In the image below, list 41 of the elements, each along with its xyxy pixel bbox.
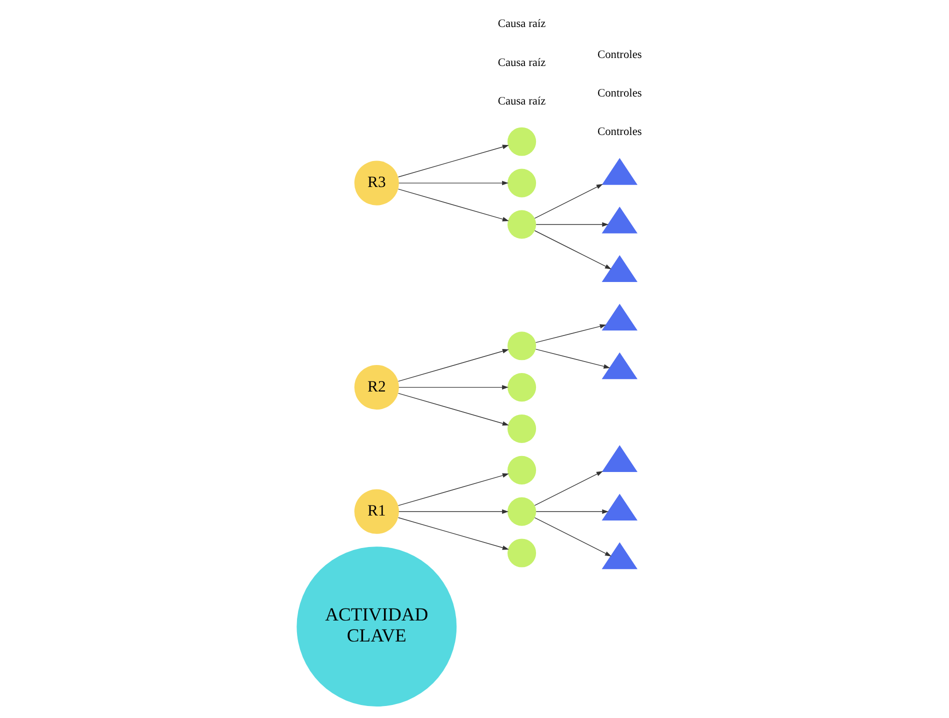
node-circle <box>508 497 536 526</box>
node-triangle <box>602 542 638 570</box>
arrow <box>534 230 612 270</box>
node-circle <box>508 414 536 444</box>
label: Controles <box>597 48 642 61</box>
node-circle <box>508 456 536 484</box>
arrow <box>398 385 509 390</box>
arrow <box>398 144 509 178</box>
node-circle <box>508 210 536 239</box>
arrow <box>398 509 509 514</box>
node-triangle <box>602 158 638 185</box>
arrow <box>534 184 603 219</box>
node-circle <box>508 168 536 198</box>
arrow <box>535 324 606 343</box>
arrow <box>536 509 609 514</box>
arrow <box>536 222 609 227</box>
label: Causa raíz <box>498 56 546 69</box>
arrow <box>535 348 610 369</box>
arrow <box>398 349 509 382</box>
node-triangle <box>602 255 638 282</box>
node-circle: ACTIVIDAD CLAVE <box>296 546 457 707</box>
node-circle <box>508 538 536 568</box>
node-triangle <box>602 445 638 472</box>
node-circle <box>508 127 536 156</box>
label: Controles <box>597 126 642 138</box>
label: Causa raíz <box>498 95 546 108</box>
arrow <box>398 392 509 426</box>
label: Controles <box>597 87 642 100</box>
label: Causa raíz <box>498 18 546 30</box>
node-circle: R2 <box>354 365 399 410</box>
arrow <box>398 180 509 186</box>
node-circle: R3 <box>354 160 399 206</box>
node-circle <box>508 373 536 402</box>
node-circle <box>508 332 536 360</box>
arrow <box>398 188 509 222</box>
node-circle: R1 <box>354 489 399 534</box>
arrow <box>398 517 509 550</box>
arrow <box>534 517 612 556</box>
arrow <box>398 473 509 506</box>
arrow <box>534 471 603 506</box>
node-triangle <box>602 304 638 331</box>
